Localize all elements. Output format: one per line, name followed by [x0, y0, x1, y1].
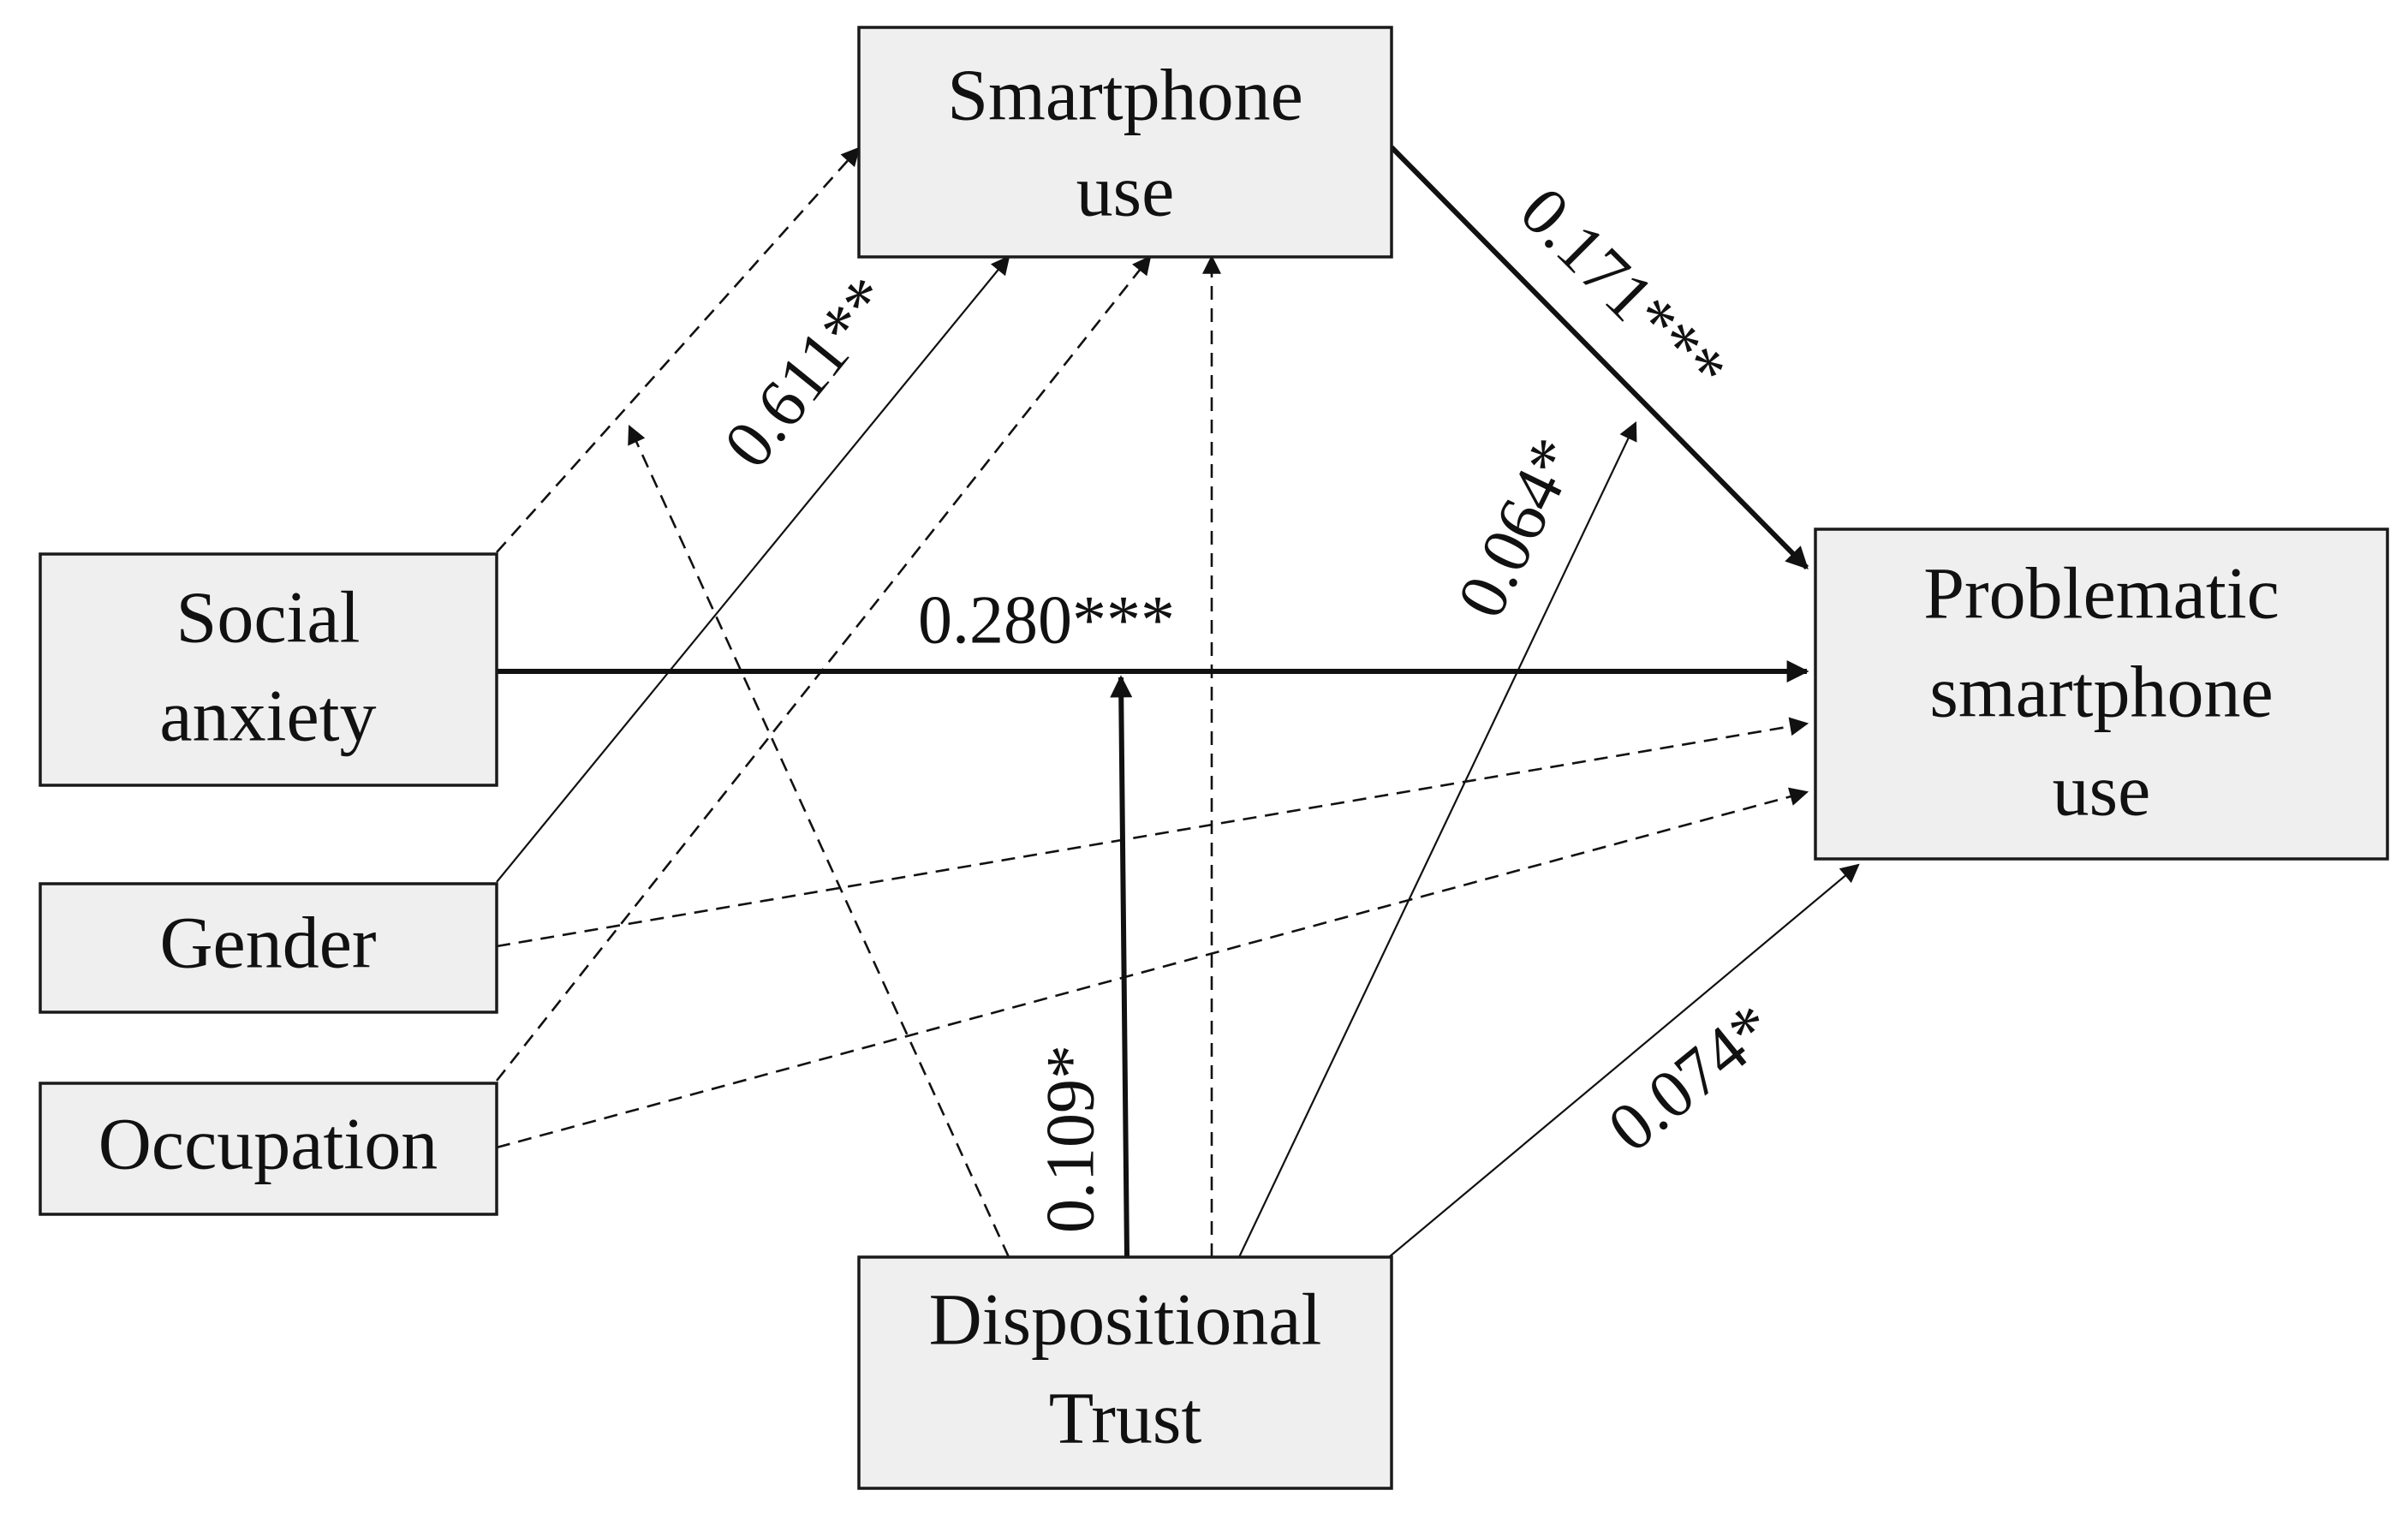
node-problematic-line-2: smartphone	[1929, 651, 2273, 733]
path-occupation-to-problematic	[496, 787, 1809, 1149]
coef-anxiety-to-use: 0.611**	[710, 264, 907, 482]
node-smartphone-use: Smartphone use	[857, 26, 1393, 259]
node-dispositional-trust-line-1: Dispositional	[929, 1279, 1322, 1361]
coef-trust-moderates-b: 0.064*	[1443, 426, 1594, 629]
path-anxiety-to-use-control	[496, 146, 861, 553]
node-problematic-line-1: Problematic	[1923, 552, 2280, 635]
node-social-anxiety-line-2: anxiety	[159, 675, 376, 757]
path-anxiety-to-use	[496, 255, 1010, 883]
coef-anxiety-to-problematic: 0.280***	[918, 582, 1175, 658]
node-problematic-smartphone-use: Problematic smartphone use	[1814, 528, 2389, 861]
node-dispositional-trust-line-2: Trust	[1049, 1377, 1202, 1459]
path-gender-to-problematic	[496, 717, 1809, 948]
path-trust-moderates-c	[1110, 675, 1133, 1258]
coef-trust-moderates-c: 0.109*	[1033, 1045, 1108, 1233]
node-smartphone-use-line-1: Smartphone	[947, 54, 1303, 136]
node-dispositional-trust: Dispositional Trust	[857, 1255, 1393, 1490]
coef-use-to-problematic: 0.171***	[1505, 173, 1740, 408]
path-occupation-to-use	[495, 255, 1152, 1082]
coef-trust-to-problematic: 0.074*	[1594, 990, 1788, 1167]
node-gender: Gender	[39, 882, 498, 1014]
path-trust-moderates-b	[1238, 421, 1637, 1258]
node-smartphone-use-line-2: use	[1076, 150, 1175, 232]
node-social-anxiety-line-1: Social	[176, 576, 361, 659]
node-problematic-line-3: use	[2053, 749, 2151, 832]
node-occupation: Occupation	[39, 1082, 498, 1216]
path-trust-to-problematic	[1388, 863, 1860, 1258]
path-trust-dashed-left	[628, 424, 1010, 1258]
path-use-to-problematic	[1389, 145, 1809, 570]
node-social-anxiety: Social anxiety	[39, 552, 498, 787]
node-occupation-line-1: Occupation	[98, 1103, 438, 1185]
node-gender-line-1: Gender	[159, 902, 376, 984]
